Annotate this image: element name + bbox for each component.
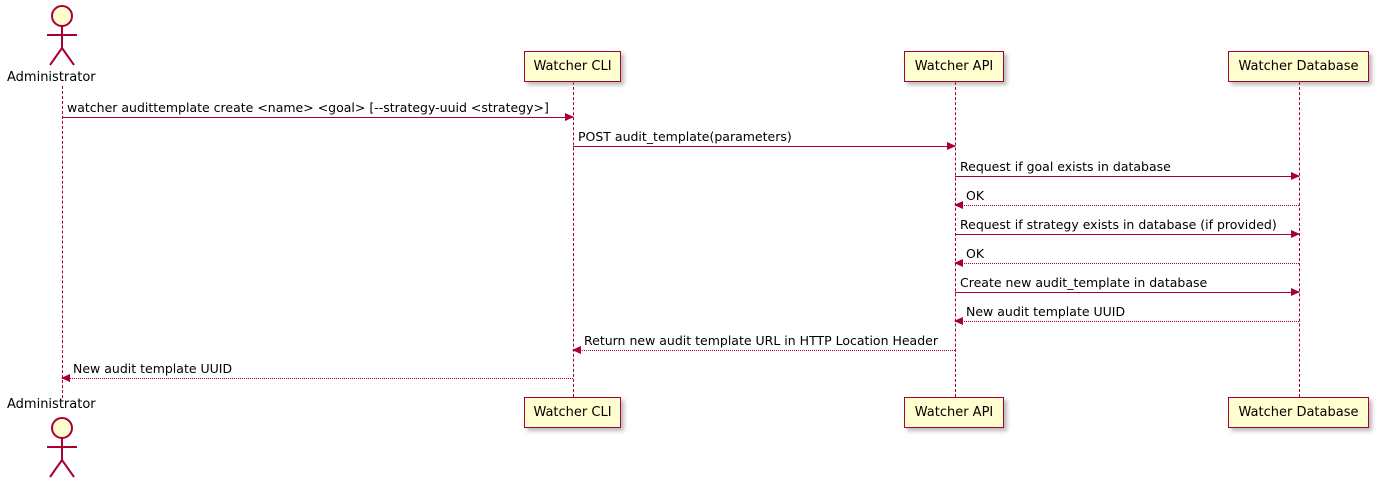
message-10-label: New audit template UUID [73, 360, 233, 376]
lifeline-administrator [62, 86, 63, 398]
participant-label-watcher-cli-top: Watcher CLI [533, 59, 612, 74]
message-8-arrowhead [954, 316, 963, 325]
participant-label-watcher-database-bottom: Watcher Database [1238, 405, 1359, 420]
participant-box-watcher-database-bottom[interactable]: Watcher Database [1228, 397, 1369, 428]
participant-box-watcher-cli-top[interactable]: Watcher CLI [524, 51, 621, 82]
message-7-line [955, 292, 1299, 293]
message-2-line [573, 146, 955, 147]
message-8-line [955, 321, 1299, 322]
message-3-label: Request if goal exists in database [960, 158, 1171, 174]
message-5-arrowhead [1291, 229, 1300, 238]
actor-leg-left-line [49, 47, 63, 66]
actor-head-icon [51, 5, 73, 27]
participant-label-watcher-api-top: Watcher API [914, 59, 994, 74]
lifeline-watcher-database [1299, 82, 1300, 397]
message-6-label: OK [966, 245, 985, 261]
participant-box-watcher-api-top[interactable]: Watcher API [904, 51, 1004, 82]
message-9-label: Return new audit template URL in HTTP Lo… [584, 332, 938, 348]
participant-box-watcher-cli-bottom[interactable]: Watcher CLI [524, 397, 621, 428]
message-2-label: POST audit_template(parameters) [578, 128, 792, 144]
participant-box-watcher-database-top[interactable]: Watcher Database [1228, 51, 1369, 82]
message-6-line [955, 263, 1299, 264]
message-1-line [62, 117, 573, 118]
actor-head-icon [51, 417, 73, 439]
message-2-arrowhead [947, 141, 956, 150]
actor-label-administrator-top: Administrator [7, 70, 96, 85]
message-3-line [955, 176, 1299, 177]
message-6-arrowhead [954, 258, 963, 267]
message-4-line [955, 205, 1299, 206]
actor-leg-left-line [49, 459, 63, 478]
actor-label-administrator-bottom: Administrator [7, 397, 96, 412]
message-5-line [955, 234, 1299, 235]
participant-box-watcher-api-bottom[interactable]: Watcher API [904, 397, 1004, 428]
message-3-arrowhead [1291, 171, 1300, 180]
message-1-arrowhead [565, 112, 574, 121]
actor-administrator-top [47, 5, 77, 66]
message-9-line [573, 350, 955, 351]
message-1-label: watcher audittemplate create <name> <goa… [67, 99, 549, 115]
message-7-label: Create new audit_template in database [960, 274, 1208, 290]
lifeline-watcher-cli [573, 82, 574, 397]
participant-label-watcher-database-top: Watcher Database [1238, 59, 1359, 74]
message-10-line [62, 378, 573, 379]
message-9-arrowhead [572, 345, 581, 354]
message-4-arrowhead [954, 200, 963, 209]
message-5-label: Request if strategy exists in database (… [960, 216, 1277, 232]
message-4-label: OK [966, 187, 985, 203]
message-8-label: New audit template UUID [966, 303, 1126, 319]
message-10-arrowhead [61, 373, 70, 382]
lifeline-watcher-api [955, 82, 956, 397]
participant-label-watcher-cli-bottom: Watcher CLI [533, 405, 612, 420]
participant-label-watcher-api-bottom: Watcher API [914, 405, 994, 420]
actor-leg-right-line [61, 47, 75, 66]
actor-leg-right-line [61, 459, 75, 478]
message-7-arrowhead [1291, 287, 1300, 296]
actor-administrator-bottom [47, 417, 77, 478]
